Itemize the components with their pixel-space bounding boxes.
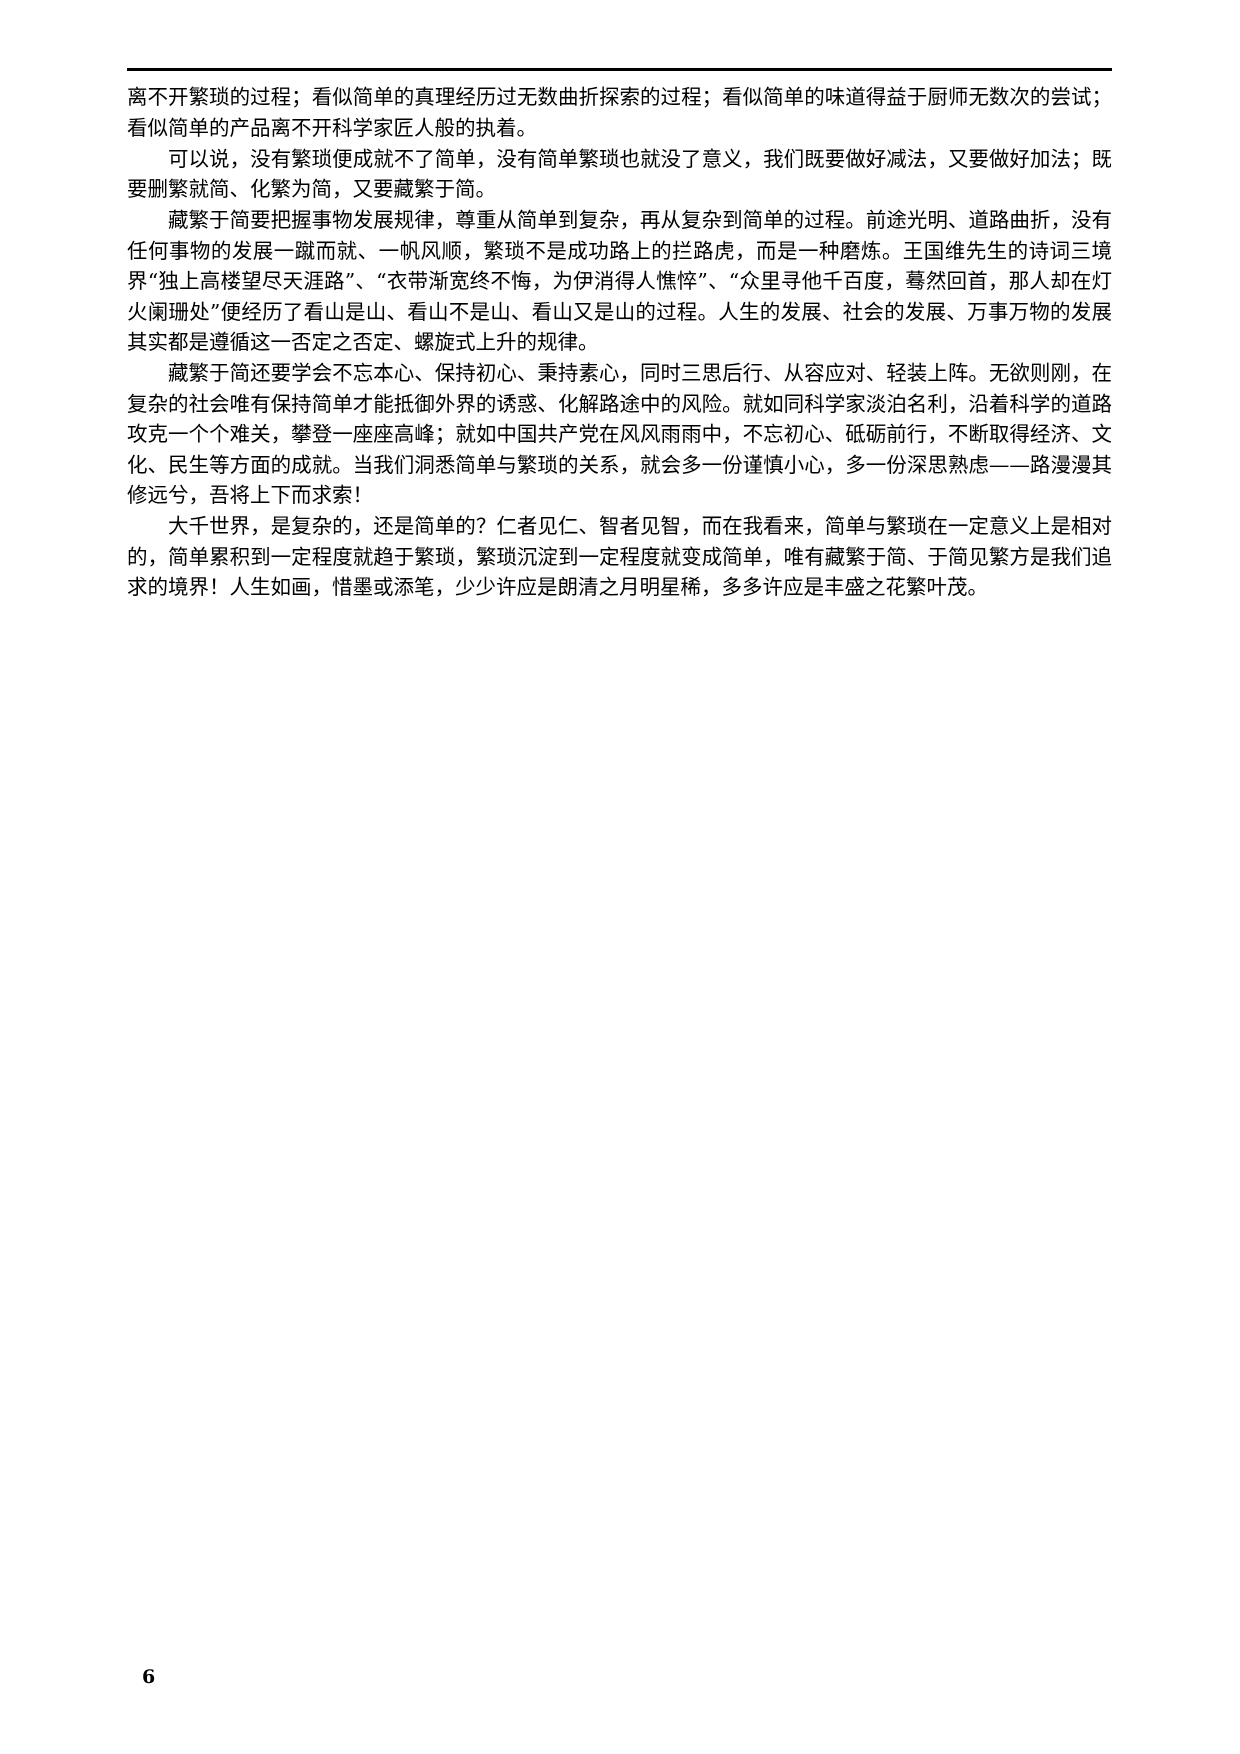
paragraph-3: 藏繁于简要把握事物发展规律，尊重从简单到复杂，再从复杂到简单的过程。前途光明、道… (127, 208, 1112, 354)
paragraph-2: 可以说，没有繁琐便成就不了简单，没有简单繁琐也就没了意义，我们既要做好减法，又要… (127, 146, 1112, 202)
paragraph-5: 大千世界，是复杂的，还是简单的？仁者见仁、智者见智，而在我看来，简单与繁琐在一定… (127, 514, 1112, 599)
header-rule-divider (127, 68, 1112, 71)
paragraph-4: 藏繁于简还要学会不忘本心、保持初心、秉持素心，同时三思后行、从容应对、轻装上阵。… (127, 361, 1112, 507)
page-number: 6 (142, 1666, 156, 1688)
paragraph-1: 离不开繁琐的过程；看似简单的真理经历过无数曲折探索的过程；看似简单的味道得益于厨… (127, 85, 1112, 140)
document-body: 离不开繁琐的过程；看似简单的真理经历过无数曲折探索的过程；看似简单的味道得益于厨… (127, 82, 1112, 603)
